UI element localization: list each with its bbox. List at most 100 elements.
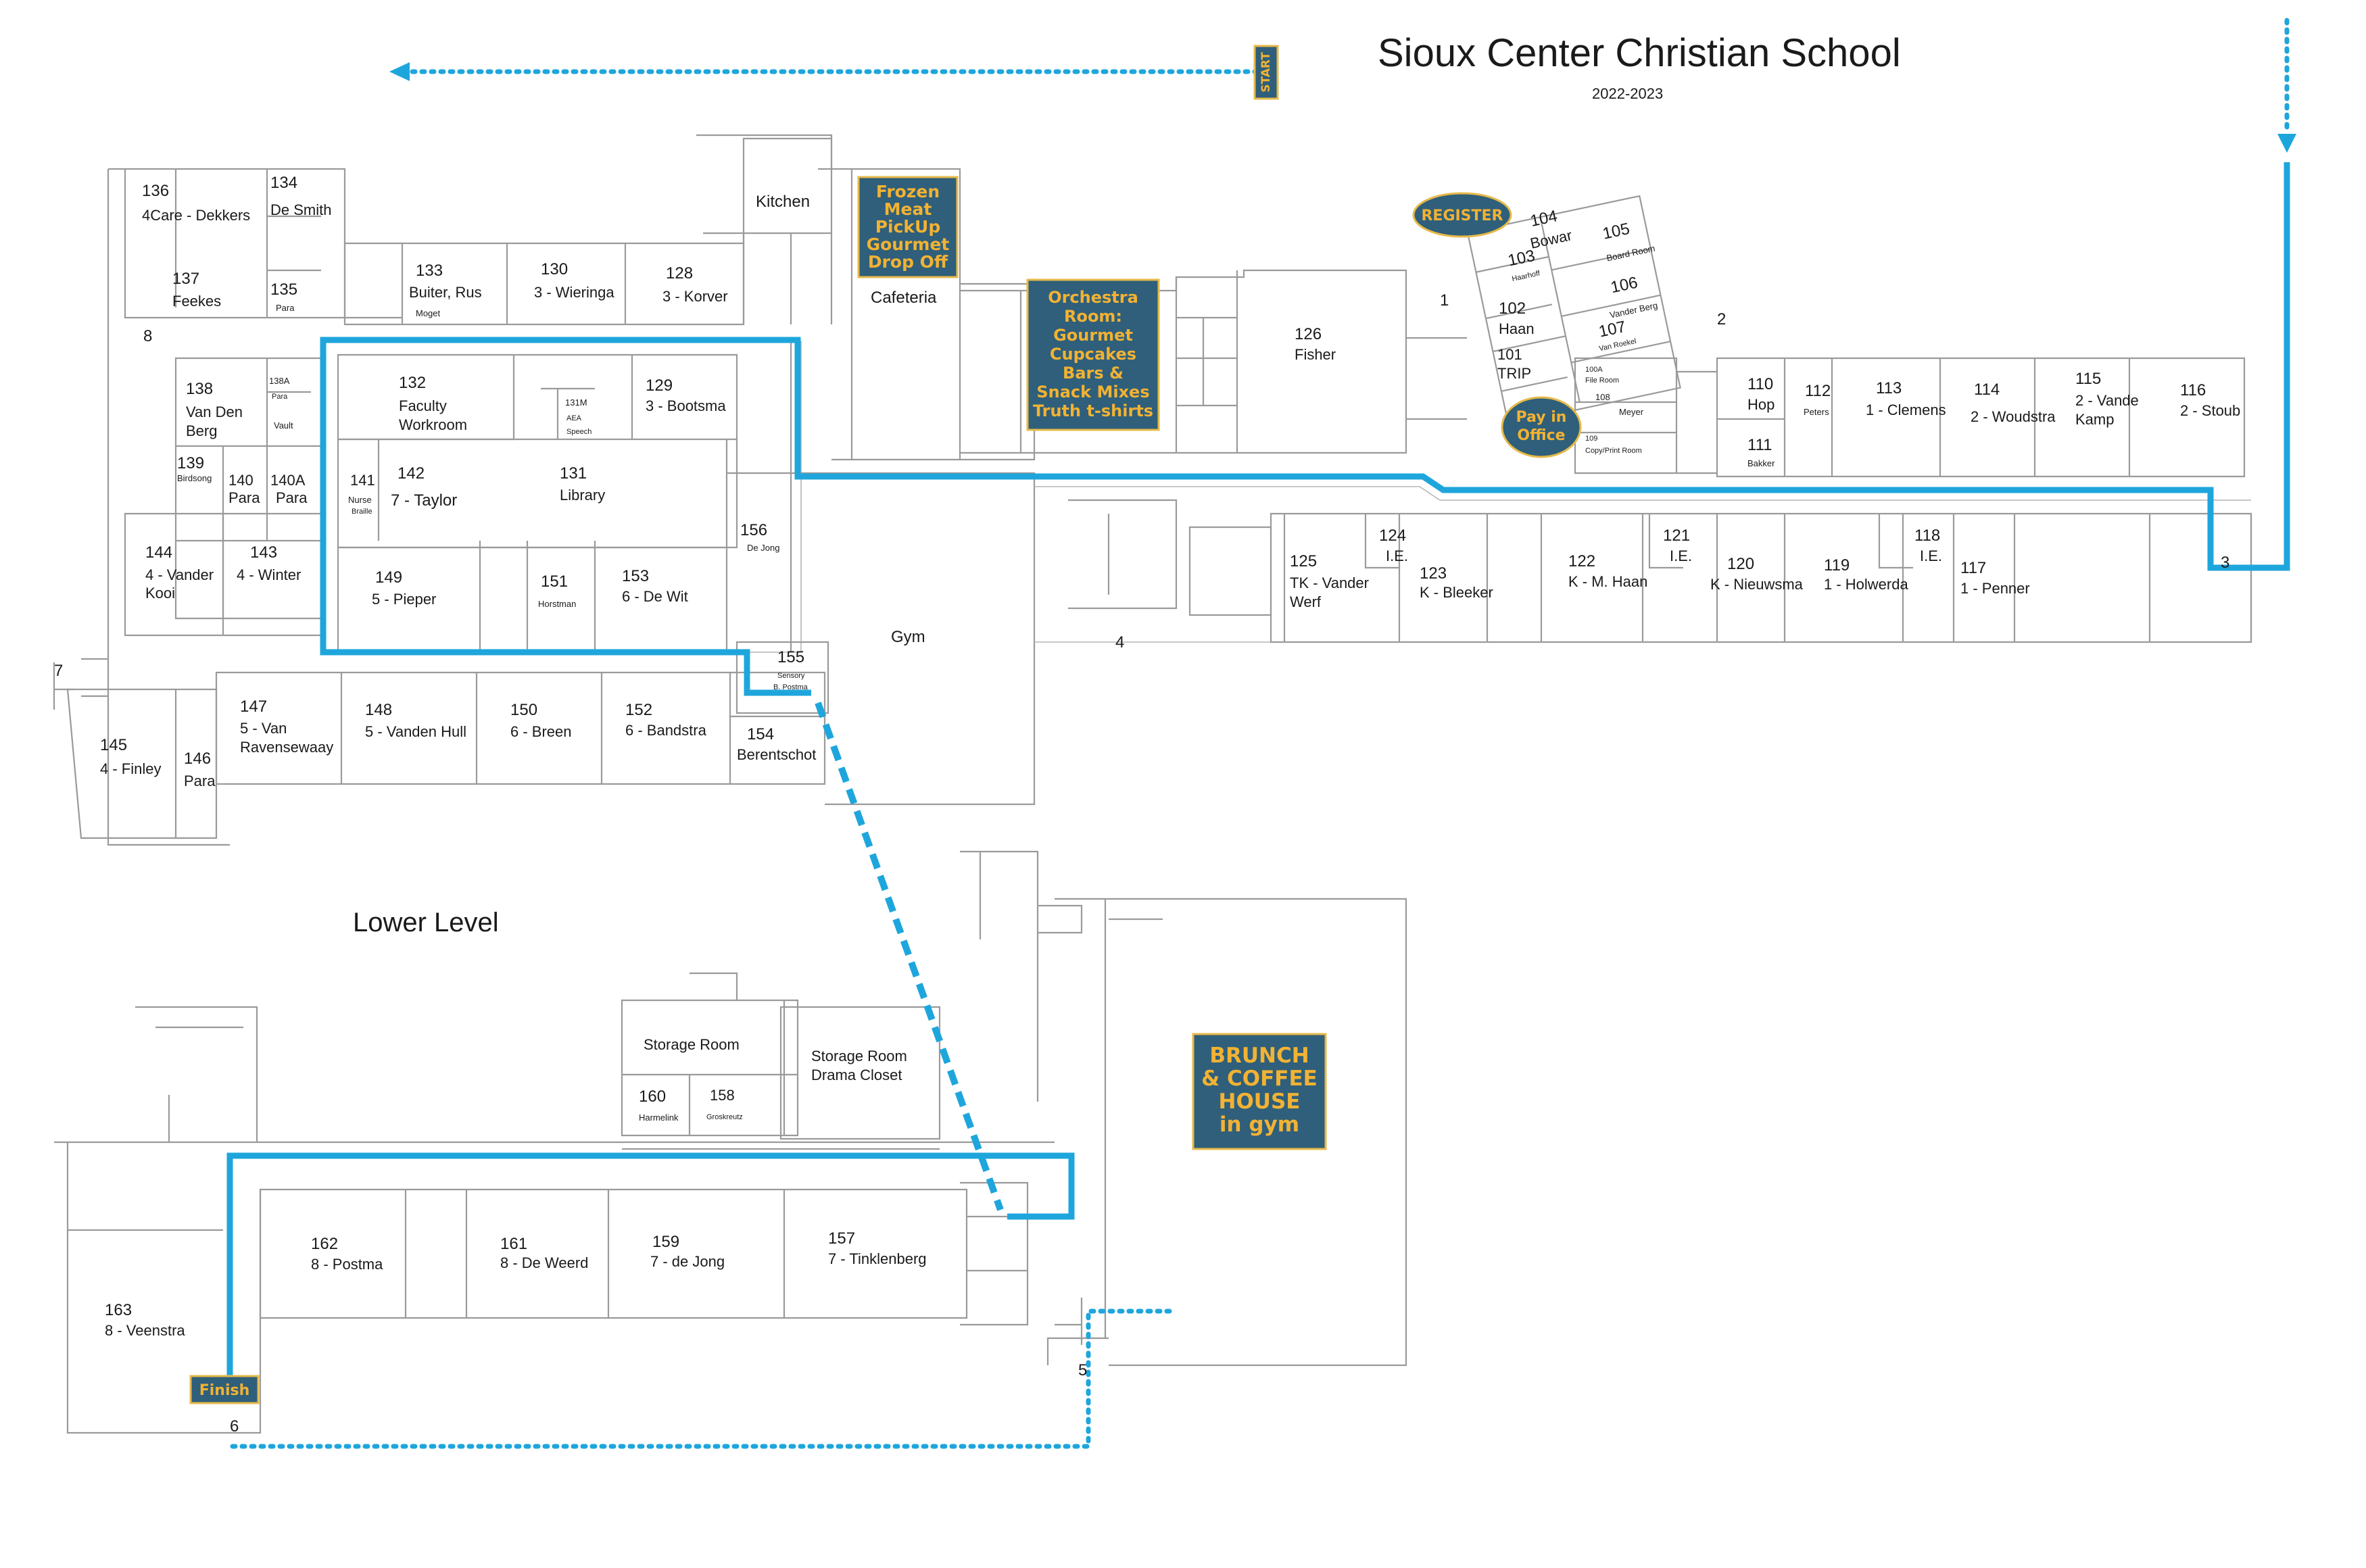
svg-text:I.E.: I.E. <box>1670 547 1692 564</box>
svg-text:7 - Taylor: 7 - Taylor <box>391 491 457 510</box>
entrance-3: 3 <box>2221 554 2229 572</box>
svg-text:Vault: Vault <box>274 420 293 431</box>
svg-text:121: 121 <box>1663 526 1690 545</box>
svg-text:6 - Bandstra: 6 - Bandstra <box>625 722 707 739</box>
svg-text:AEA: AEA <box>566 414 582 422</box>
entrance-numbers: 1 2 3 4 5 6 7 8 <box>54 291 2229 1436</box>
svg-text:K - M. Haan: K - M. Haan <box>1568 573 1647 590</box>
svg-text:Workroom: Workroom <box>399 416 467 433</box>
svg-text:136: 136 <box>142 182 169 200</box>
svg-text:BRUNCH: BRUNCH <box>1209 1044 1309 1068</box>
svg-text:Meat: Meat <box>884 199 932 219</box>
svg-text:108: 108 <box>1595 392 1610 402</box>
room-storage: Storage Room <box>644 1036 740 1053</box>
route-lower-main <box>226 1152 1075 1392</box>
svg-text:3 - Bootsma: 3 - Bootsma <box>646 397 726 414</box>
svg-text:K - Bleeker: K - Bleeker <box>1420 584 1493 601</box>
svg-text:3 - Wieringa: 3 - Wieringa <box>534 284 614 301</box>
svg-text:157: 157 <box>828 1229 855 1248</box>
svg-text:Moget: Moget <box>416 308 441 318</box>
svg-text:Faculty: Faculty <box>399 397 447 414</box>
svg-text:150: 150 <box>510 701 537 719</box>
svg-text:4 - Winter: 4 - Winter <box>237 566 301 583</box>
svg-text:Vander Berg: Vander Berg <box>1609 300 1659 320</box>
room-cafeteria: Cafeteria <box>871 289 937 307</box>
svg-text:Para: Para <box>184 773 216 789</box>
svg-text:105: 105 <box>1601 220 1631 243</box>
svg-text:135: 135 <box>270 280 297 299</box>
room-122: 122 K - M. Haan <box>1568 552 1647 590</box>
svg-text:101: 101 <box>1497 346 1522 363</box>
svg-text:113: 113 <box>1876 379 1902 397</box>
svg-text:2 - Vande: 2 - Vande <box>2075 392 2139 409</box>
svg-text:Snack Mixes: Snack Mixes <box>1036 383 1149 401</box>
svg-text:Sensory: Sensory <box>777 672 805 680</box>
svg-text:129: 129 <box>646 376 673 395</box>
svg-text:1 - Holwerda: 1 - Holwerda <box>1824 576 1908 593</box>
svg-text:Drop Off: Drop Off <box>868 252 948 272</box>
svg-text:102: 102 <box>1499 299 1526 318</box>
svg-text:Office: Office <box>1517 427 1565 444</box>
svg-text:162: 162 <box>311 1235 338 1253</box>
svg-text:Speech: Speech <box>566 428 592 436</box>
room-162: 162 8 - Postma <box>311 1235 383 1273</box>
svg-text:117: 117 <box>1960 559 1986 577</box>
route-stairs-down <box>815 702 1004 1211</box>
svg-text:START: START <box>1259 52 1273 93</box>
svg-text:8 - Postma: 8 - Postma <box>311 1256 383 1273</box>
svg-text:116: 116 <box>2180 381 2206 399</box>
svg-text:in gym: in gym <box>1220 1112 1299 1137</box>
svg-text:B. Postma: B. Postma <box>773 683 808 691</box>
svg-text:Bowar: Bowar <box>1528 226 1573 251</box>
svg-text:Bars &: Bars & <box>1063 364 1124 383</box>
svg-text:Para: Para <box>276 489 308 506</box>
svg-text:107: 107 <box>1597 318 1628 341</box>
svg-text:Werf: Werf <box>1290 593 1322 610</box>
svg-text:5 - Pieper: 5 - Pieper <box>372 591 436 608</box>
svg-text:6 - De Wit: 6 - De Wit <box>622 588 688 605</box>
svg-text:140: 140 <box>228 472 254 489</box>
svg-text:Bakker: Bakker <box>1747 458 1775 468</box>
entrance-4: 4 <box>1115 633 1124 652</box>
svg-text:131: 131 <box>560 464 587 483</box>
svg-text:132: 132 <box>399 374 426 392</box>
svg-text:122: 122 <box>1568 552 1595 570</box>
entrance-1: 1 <box>1440 291 1449 310</box>
svg-text:133: 133 <box>416 262 443 280</box>
walking-route <box>226 18 2296 1449</box>
svg-text:Para: Para <box>272 393 288 401</box>
svg-text:104: 104 <box>1528 207 1559 230</box>
svg-text:8 - Veenstra: 8 - Veenstra <box>105 1322 185 1339</box>
svg-text:Birdsong: Birdsong <box>177 473 212 483</box>
svg-text:128: 128 <box>666 264 693 283</box>
svg-text:155: 155 <box>777 648 804 666</box>
svg-text:118: 118 <box>1914 526 1940 545</box>
